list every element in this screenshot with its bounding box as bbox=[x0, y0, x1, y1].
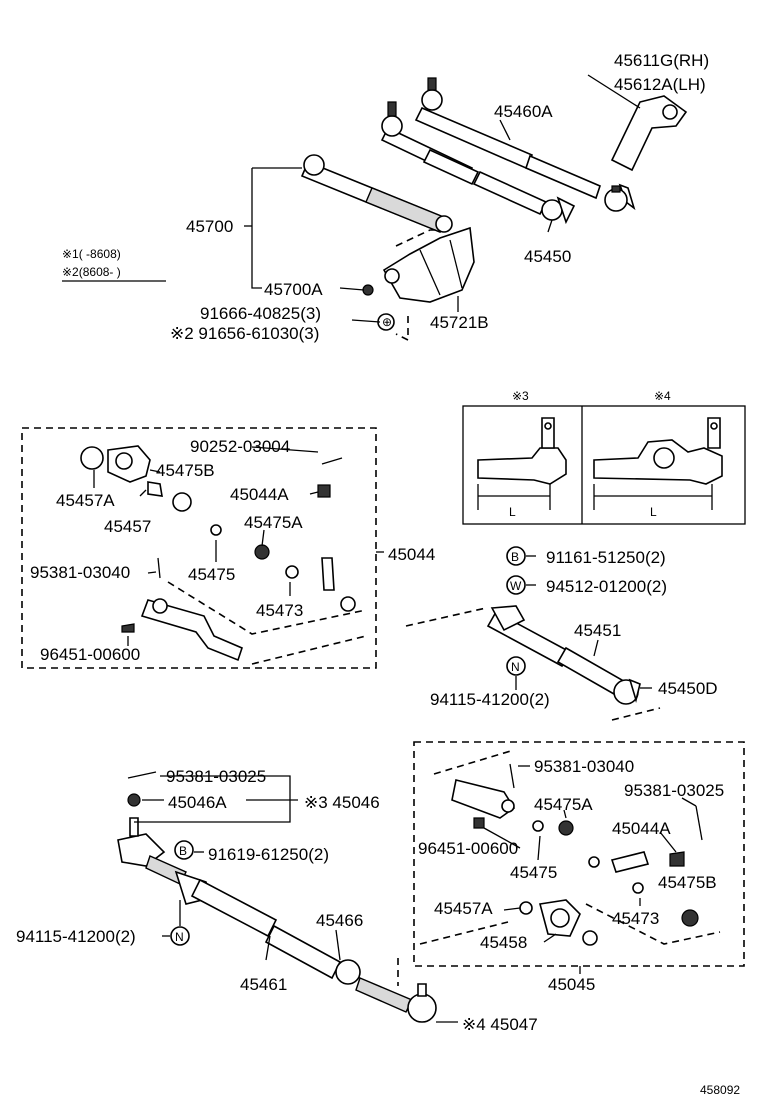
label-94512: 94512-01200(2) bbox=[546, 577, 667, 596]
label-45046: ※3 45046 bbox=[304, 793, 380, 812]
label-95381-03040-a: 95381-03040 bbox=[30, 563, 130, 582]
label-45450: 45450 bbox=[524, 247, 571, 266]
label-45475b-a: 45475B bbox=[156, 461, 215, 480]
label-45473-b: 45473 bbox=[612, 909, 659, 928]
label-45457: 45457 bbox=[104, 517, 151, 536]
label-45721b: 45721B bbox=[430, 313, 489, 332]
label-45457a-b: 45457A bbox=[434, 899, 493, 918]
label-95381-03025-b: 95381-03025 bbox=[624, 781, 724, 800]
label-45460a: 45460A bbox=[494, 102, 553, 121]
legend-note-2: ※2(8608- ) bbox=[62, 265, 121, 279]
relay-rod-45451-drawing: B W N bbox=[405, 546, 661, 721]
tie-rod-assy-drawing bbox=[380, 101, 576, 225]
relay-rod-drawing bbox=[414, 77, 628, 212]
tie-rod-45461-drawing: B N bbox=[117, 771, 437, 1023]
label-45466: 45466 bbox=[316, 911, 363, 930]
nut-45700a-icon bbox=[362, 284, 374, 296]
inset-dimension-box: ※3 ※4 L L bbox=[462, 389, 746, 525]
label-45047: ※4 45047 bbox=[462, 1015, 538, 1034]
label-96451-a: 96451-00600 bbox=[40, 645, 140, 664]
label-95381-03025-a: 95381-03025 bbox=[166, 767, 266, 786]
label-45475-b: 45475 bbox=[510, 863, 557, 882]
label-91161: 91161-51250(2) bbox=[546, 548, 666, 567]
symbol-n-1: N bbox=[511, 660, 520, 674]
label-45700: 45700 bbox=[186, 217, 233, 236]
steering-damper-drawing bbox=[300, 154, 453, 234]
label-45475b-b: 45475B bbox=[658, 873, 717, 892]
damper-bracket-drawing bbox=[382, 226, 475, 342]
symbol-b-1: B bbox=[511, 550, 519, 564]
label-91619: 91619-61250(2) bbox=[208, 845, 329, 864]
inset-dim-4: L bbox=[650, 505, 657, 519]
label-45044a-a: 45044A bbox=[230, 485, 289, 504]
label-95381-03040-b: 95381-03040 bbox=[534, 757, 634, 776]
label-45045: 45045 bbox=[548, 975, 595, 994]
label-45450d: 45450D bbox=[658, 679, 718, 698]
diagram-id: 458092 bbox=[700, 1083, 740, 1097]
label-45475-a: 45475 bbox=[188, 565, 235, 584]
label-91666: 91666-40825(3) bbox=[200, 304, 321, 323]
kit-45044-drawing bbox=[21, 427, 377, 669]
label-45457a-a: 45457A bbox=[56, 491, 115, 510]
symbol-b-2: B bbox=[179, 844, 187, 858]
symbol-n-2: N bbox=[175, 930, 184, 944]
inset-mark-3: ※3 bbox=[512, 389, 529, 403]
label-45611g: 45611G(RH) bbox=[614, 51, 709, 70]
label-96451-b: 96451-00600 bbox=[418, 839, 518, 858]
label-45700a: 45700A bbox=[264, 280, 323, 299]
label-91656: ※2 91656-61030(3) bbox=[170, 324, 319, 343]
label-45044: 45044 bbox=[388, 545, 435, 564]
label-45473-a: 45473 bbox=[256, 601, 303, 620]
label-45046a: 45046A bbox=[168, 793, 227, 812]
symbol-w: W bbox=[510, 579, 522, 593]
label-45475a-a: 45475A bbox=[244, 513, 303, 532]
label-45461: 45461 bbox=[240, 975, 287, 994]
legend-note-1: ※1( -8608) bbox=[62, 247, 121, 261]
label-45044a-b: 45044A bbox=[612, 819, 671, 838]
inset-mark-4: ※4 bbox=[654, 389, 671, 403]
label-90252: 90252-03004 bbox=[190, 437, 290, 456]
kit-45045-drawing bbox=[397, 741, 745, 986]
label-45451: 45451 bbox=[574, 621, 621, 640]
label-45475a-b: 45475A bbox=[534, 795, 593, 814]
label-94115-a: 94115-41200(2) bbox=[430, 690, 550, 709]
label-94115-b: 94115-41200(2) bbox=[16, 927, 136, 946]
label-45612a: 45612A(LH) bbox=[614, 75, 706, 94]
inset-dim-3: L bbox=[509, 505, 516, 519]
label-45458: 45458 bbox=[480, 933, 527, 952]
washer-91656-symbol: ⊕ bbox=[382, 315, 392, 329]
